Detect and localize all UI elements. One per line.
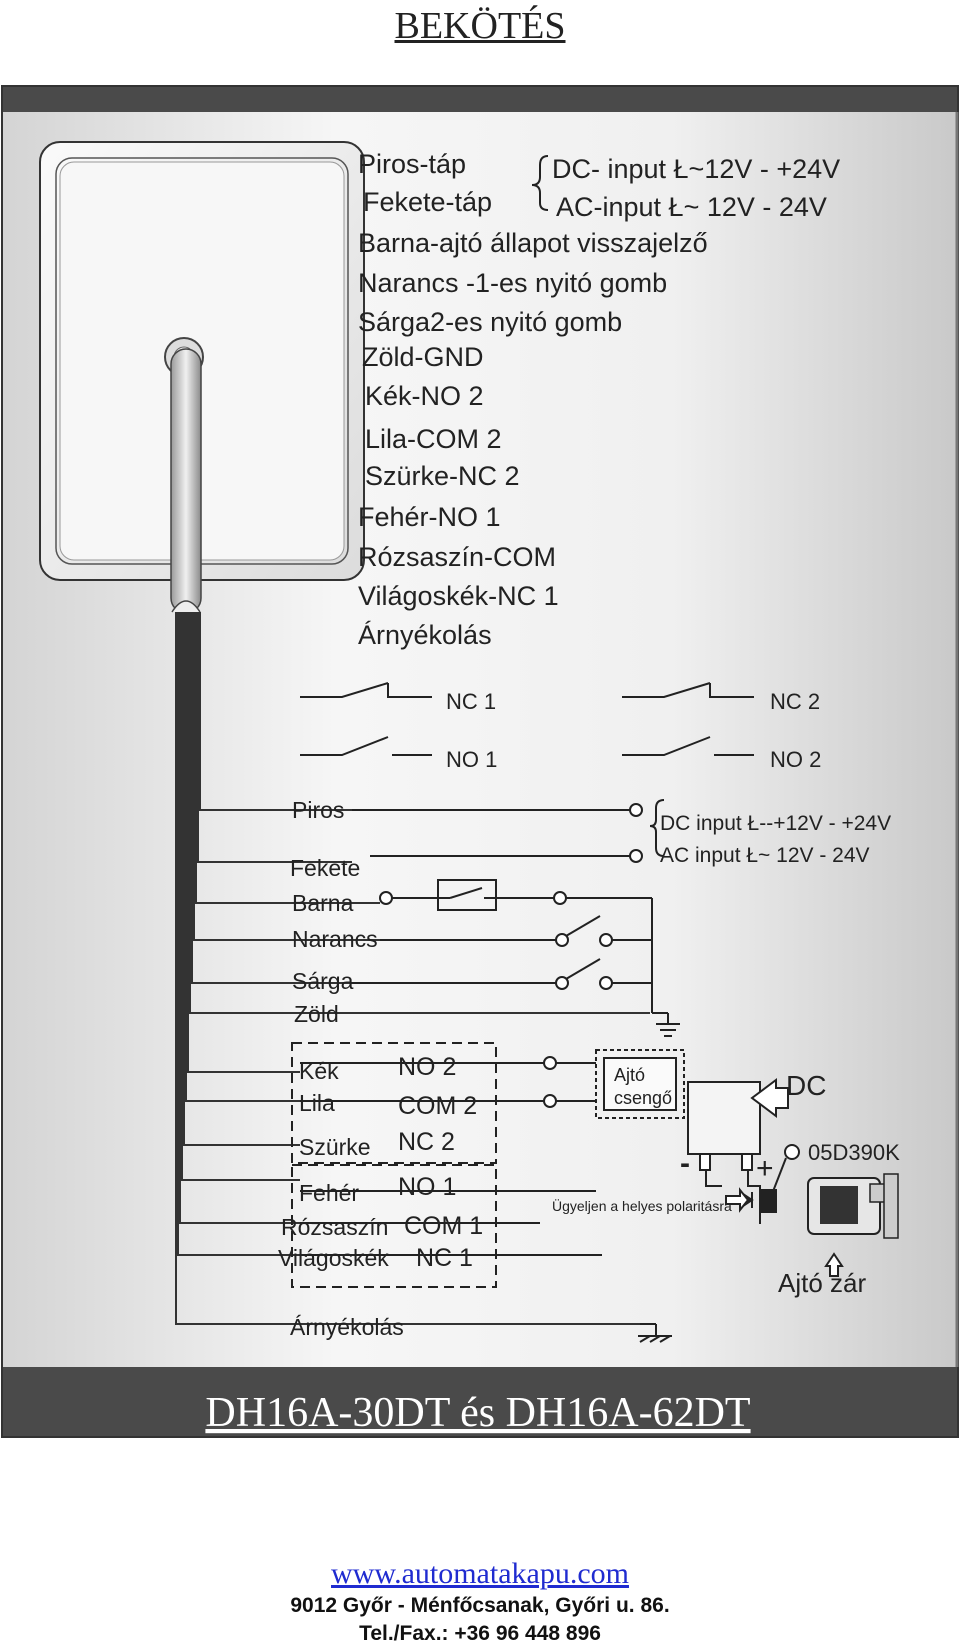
legend-vilagoskek: Világoskék-NC 1 <box>358 581 559 611</box>
legend-arnyekolas: Árnyékolás <box>358 620 492 650</box>
circuit-wiring <box>300 799 680 1343</box>
legend-sarga: Sárga2-es nyitó gomb <box>358 307 622 337</box>
terminal-com1: COM 1 <box>404 1212 483 1240</box>
wire-feher: Fehér <box>299 1180 359 1206</box>
door-bell: Ajtó csengő <box>595 1049 685 1119</box>
terminal-com2: COM 2 <box>398 1092 477 1120</box>
minus-sign: - <box>680 1147 690 1180</box>
dc-label: DC <box>786 1070 826 1101</box>
address: 9012 Győr - Ménfőcsanak, Győri u. 86. <box>290 1594 670 1617</box>
relay-nc1-label: NC 1 <box>446 689 496 714</box>
terminal-block-1 <box>291 1164 497 1288</box>
power-ac: AC input Ł~ 12V - 24V <box>660 844 870 867</box>
wire-barna: Barna <box>292 890 354 916</box>
polarity-note: Ügyeljen a helyes polaritásra <box>552 1197 732 1214</box>
wire-bundle <box>175 612 650 1325</box>
wire-sarga: Sárga <box>292 968 354 994</box>
wire-rozsaszin: Rózsaszín <box>281 1214 388 1240</box>
wire-zold: Zöld <box>294 1001 339 1027</box>
bell-label-2: csengő <box>614 1088 672 1108</box>
frame-top-bar <box>2 86 958 112</box>
wire-narancs: Narancs <box>292 926 378 952</box>
wire-arnyekolas: Árnyékolás <box>290 1314 404 1340</box>
terminal-nc2: NC 2 <box>398 1128 455 1156</box>
phone: Tel./Fax.: +36 96 448 896 <box>359 1622 601 1645</box>
power-dc: DC input Ł--+12V - +24V <box>660 812 891 835</box>
relay-nc2-label: NC 2 <box>770 689 820 714</box>
relay-contact-symbols <box>300 682 754 756</box>
frame-bottom-bar <box>2 1367 958 1437</box>
wire-color-legend: Piros-táp Fekete-táp DC- input Ł~12V - +… <box>358 149 840 650</box>
card-reader-illustration <box>39 141 365 614</box>
wire-fekete: Fekete <box>290 855 360 881</box>
page-title: BEKÖTÉS <box>394 5 566 47</box>
legend-ac-input: AC-input Ł~ 12V - 24V <box>556 192 827 222</box>
terminal-block-2 <box>291 1042 497 1164</box>
legend-rozsaszin: Rózsaszín-COM <box>358 542 556 572</box>
legend-piros: Piros-táp <box>358 149 466 179</box>
wire-piros: Piros <box>292 797 344 823</box>
legend-kek: Kék-NO 2 <box>365 381 484 411</box>
legend-lila: Lila-COM 2 <box>365 424 502 454</box>
relay-no1-label: NO 1 <box>446 747 497 772</box>
legend-szurke: Szürke-NC 2 <box>365 461 520 491</box>
wire-labels: Piros Fekete Barna Narancs Sárga Zöld Ké… <box>278 797 404 1340</box>
plus-sign: + <box>756 1152 774 1185</box>
wire-lila: Lila <box>299 1090 335 1116</box>
legend-narancs: Narancs -1-es nyitó gomb <box>358 268 667 298</box>
lock-label: Ajtó zár <box>778 1268 866 1298</box>
model-title: DH16A-30DT és DH16A-62DT <box>205 1390 750 1436</box>
terminal-no1: NO 1 <box>398 1173 456 1201</box>
legend-feher: Fehér-NO 1 <box>358 502 501 532</box>
legend-fekete: Fekete-táp <box>363 187 492 217</box>
wire-szurke: Szürke <box>299 1134 371 1160</box>
varistor-label: 05D390K <box>808 1140 900 1165</box>
wire-vilagoskek: Világoskék <box>278 1245 389 1271</box>
website-link[interactable]: www.automatakapu.com <box>331 1557 629 1590</box>
varistor <box>705 1144 800 1224</box>
terminal-no2: NO 2 <box>398 1053 456 1081</box>
door-lock <box>807 1173 899 1277</box>
lock-power-supply <box>687 1078 789 1171</box>
legend-zold: Zöld-GND <box>362 342 484 372</box>
relay-no2-label: NO 2 <box>770 747 821 772</box>
footer: www.automatakapu.com 9012 Győr - Ménfőcs… <box>0 1556 960 1648</box>
legend-barna: Barna-ajtó állapot visszajelző <box>358 228 708 258</box>
wire-kek: Kék <box>299 1058 339 1084</box>
bell-label-1: Ajtó <box>614 1065 645 1085</box>
bracket <box>531 155 549 211</box>
terminal-nc1: NC 1 <box>416 1244 473 1272</box>
legend-dc-input: DC- input Ł~12V - +24V <box>552 154 840 184</box>
